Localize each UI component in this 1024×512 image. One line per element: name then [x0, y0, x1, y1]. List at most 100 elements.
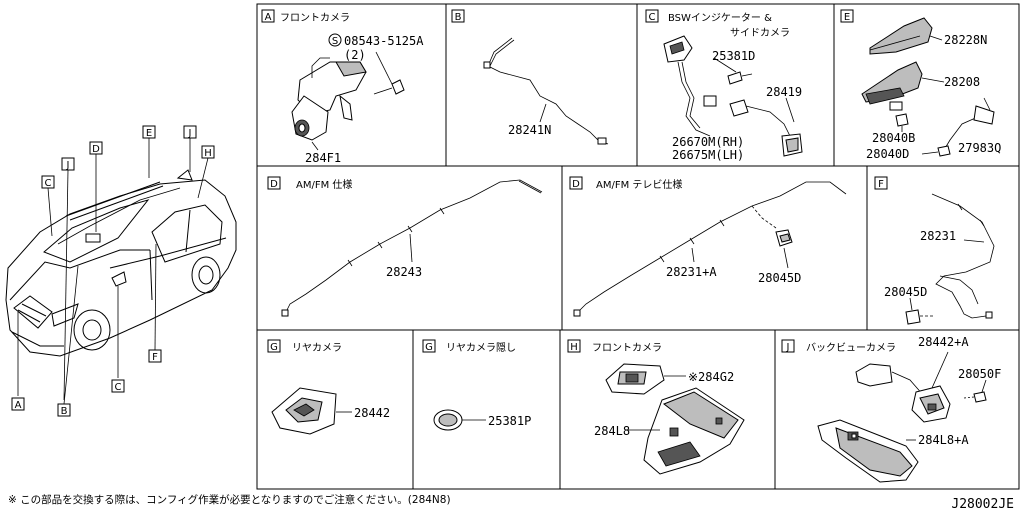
screw-icon [727, 71, 753, 85]
front-camera-module-icon [605, 363, 665, 395]
vehicle-callout-J: J [183, 125, 197, 139]
svg-text:J: J [188, 128, 192, 139]
svg-text:28040B: 28040B [872, 131, 915, 145]
svg-text:H: H [570, 342, 578, 353]
svg-text:リヤカメラ: リヤカメラ [292, 342, 342, 354]
panel-g-rear-camera-cover: G リヤカメラ隠し 25381P [422, 339, 531, 431]
vehicle-callout-A: A [11, 397, 25, 411]
vehicle-callout-C1: C [41, 175, 55, 189]
panel-c-bsw-side-camera: C BSWインジケーター & サイドカメラ 25381D 28419 26670… [645, 9, 803, 162]
svg-text:284L8+A: 284L8+A [918, 433, 969, 447]
clip-icon [775, 229, 793, 247]
svg-text:フロントカメラ: フロントカメラ [280, 12, 350, 24]
rear-camera-icon [271, 387, 337, 435]
vehicle-overview: C J D E J H A B [5, 125, 237, 417]
svg-text:※284G2: ※284G2 [688, 370, 734, 384]
footnote: ※ この部品を交換する際は、コンフィグ作業が必要となりますのでご注意ください。(… [8, 493, 451, 506]
svg-text:28231: 28231 [920, 229, 956, 243]
panel-h-front-camera: H フロントカメラ ※284G2 284L8 [567, 339, 745, 475]
svg-text:バックビューカメラ: バックビューカメラ [806, 342, 896, 354]
svg-text:H: H [204, 148, 212, 159]
svg-text:J: J [66, 160, 70, 171]
svg-text:AM/FM 仕様: AM/FM 仕様 [296, 178, 352, 191]
svg-text:D: D [572, 179, 580, 190]
svg-text:B: B [61, 406, 68, 417]
panel-a-front-camera: A フロントカメラ S 08543-5125A (2) 284F1 [261, 9, 424, 165]
svg-text:リヤカメラ隠し: リヤカメラ隠し [446, 342, 516, 354]
svg-text:サイドカメラ: サイドカメラ [730, 27, 790, 39]
svg-text:28208: 28208 [944, 75, 980, 89]
svg-text:BSWインジケーター &: BSWインジケーター & [668, 12, 772, 24]
svg-text:E: E [146, 128, 152, 139]
panel-b-harness: B 28241N [451, 9, 609, 145]
antenna-base-icon [861, 61, 923, 111]
panel-grid [256, 3, 1020, 490]
camera-bracket-icon [643, 387, 745, 475]
side-camera-icon [663, 35, 717, 137]
panel-d-am-fm-tv: D AM/FM テレビ仕様 28231+A 28045D [569, 176, 847, 317]
svg-text:28228N: 28228N [944, 33, 987, 47]
svg-text:28231+A: 28231+A [666, 265, 717, 279]
panel-f-feeder: F 28231 28045D [874, 176, 995, 325]
svg-text:A: A [265, 12, 272, 23]
svg-text:25381D: 25381D [712, 49, 755, 63]
svg-text:26670M(RH): 26670M(RH) [672, 135, 744, 149]
svg-text:F: F [152, 352, 158, 363]
svg-text:25381P: 25381P [488, 414, 531, 428]
finisher-icon [817, 419, 919, 483]
feeder-cable-icon [937, 97, 995, 157]
diagram-code: J28002JE [951, 497, 1014, 512]
svg-text:08543-5125A: 08543-5125A [344, 34, 424, 48]
svg-text:284L8: 284L8 [594, 424, 630, 438]
camera-cover-icon [433, 409, 463, 431]
vehicle-callout-C2: C [111, 379, 125, 393]
svg-text:F: F [878, 179, 884, 190]
svg-text:28243: 28243 [386, 265, 422, 279]
antenna-cover-icon [869, 17, 933, 55]
svg-text:AM/FM テレビ仕様: AM/FM テレビ仕様 [596, 178, 682, 191]
svg-text:C: C [115, 382, 122, 393]
svg-text:28442: 28442 [354, 406, 390, 420]
vehicle-body [5, 169, 237, 357]
antenna-feeder-icon [931, 193, 995, 319]
front-camera-icon [291, 57, 367, 141]
svg-text:28045D: 28045D [884, 285, 927, 299]
antenna-feeder-icon [281, 179, 543, 317]
vehicle-callout-H: J [61, 157, 75, 171]
svg-text:フロントカメラ: フロントカメラ [592, 342, 662, 354]
svg-text:27983Q: 27983Q [958, 141, 1001, 155]
svg-text:28419: 28419 [766, 85, 802, 99]
vehicle-leader-lines [17, 138, 209, 405]
panel-d-am-fm: D AM/FM 仕様 28243 [267, 176, 543, 317]
svg-text:S: S [332, 36, 338, 47]
svg-text:E: E [844, 12, 850, 23]
svg-text:284F1: 284F1 [305, 151, 341, 165]
panel-j-back-view-camera: J バックビューカメラ 28442+A 28050F 284L8+A [781, 335, 1001, 483]
svg-text:26675M(LH): 26675M(LH) [672, 148, 744, 162]
svg-text:28442+A: 28442+A [918, 335, 969, 349]
vehicle-callout-E: E [142, 125, 156, 139]
svg-text:B: B [455, 12, 462, 23]
svg-text:C: C [649, 12, 656, 23]
svg-text:28045D: 28045D [758, 271, 801, 285]
harness-icon [483, 37, 609, 145]
panel-g-rear-camera: G リヤカメラ 28442 [267, 339, 390, 435]
vehicle-callout-D: D [89, 141, 103, 155]
vehicle-callout-G: H [201, 145, 215, 159]
antenna-feeder-icon [573, 181, 847, 317]
vehicle-callout-F: F [148, 349, 162, 363]
svg-text:(2): (2) [344, 48, 366, 62]
clip-icon [905, 309, 934, 325]
svg-text:G: G [270, 342, 278, 353]
bsw-indicator-icon [729, 99, 803, 157]
screw-icon [963, 391, 987, 403]
svg-text:D: D [92, 144, 100, 155]
svg-text:28241N: 28241N [508, 123, 551, 137]
panel-e-roof-antenna: E 28228N 28208 28040B 28040D 27983Q [840, 9, 1001, 161]
svg-text:J: J [786, 342, 790, 353]
svg-text:C: C [45, 178, 52, 189]
svg-text:A: A [15, 400, 22, 411]
vehicle-callout-B: B [57, 403, 71, 417]
svg-text:D: D [270, 179, 278, 190]
